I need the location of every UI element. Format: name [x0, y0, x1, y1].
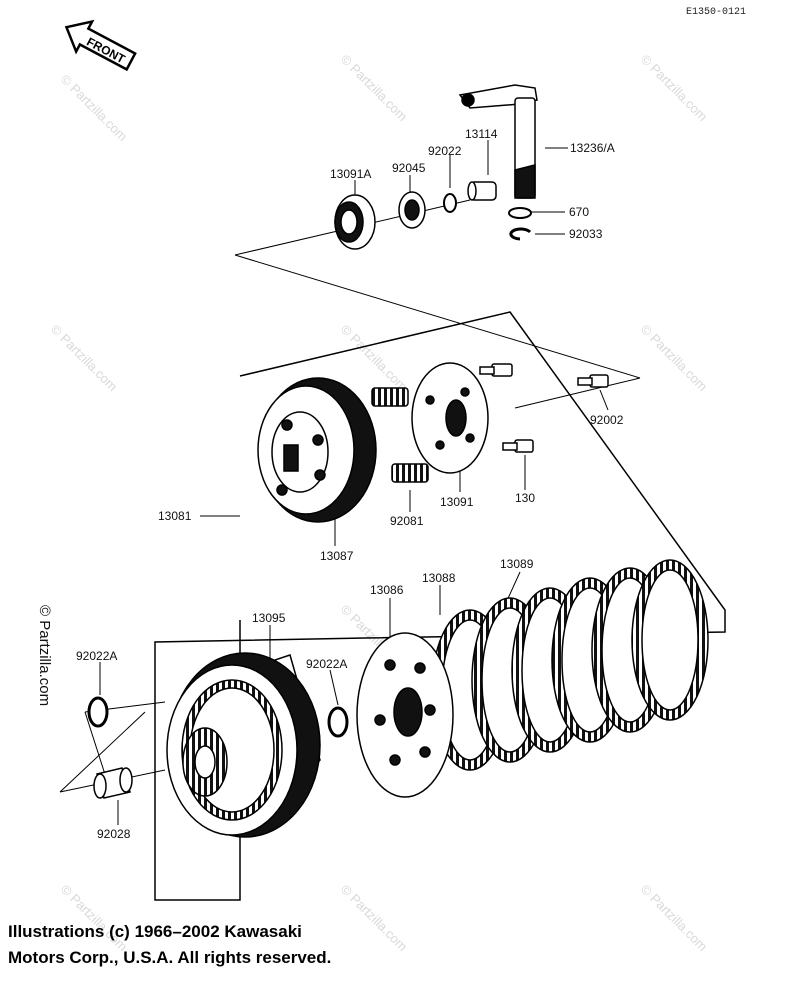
bolt-92002	[479, 363, 609, 388]
watermark: © Partzilla.com	[638, 52, 711, 125]
bearing-92045	[398, 191, 426, 229]
label-13091: 13091	[440, 495, 474, 509]
label-13236A: 13236/A	[570, 141, 615, 155]
label-13114: 13114	[465, 127, 498, 141]
release-cam-13091A	[334, 194, 376, 250]
washer-92022A	[327, 706, 349, 738]
bushing-92028	[93, 767, 133, 799]
watermark: © Partzilla.com	[338, 882, 411, 955]
release-lever-shaft	[458, 84, 538, 199]
clutch-plates	[431, 559, 709, 771]
label-92033: 92033	[569, 227, 603, 241]
washer-92022A-left	[87, 696, 109, 728]
label-92022: 92022	[428, 144, 462, 158]
clutch-hub-13086	[356, 632, 454, 798]
front-arrow-icon: FRONT	[64, 19, 137, 72]
watermark: © Partzilla.com	[338, 52, 411, 125]
watermark: © Partzilla.com	[338, 322, 411, 395]
label-13089: 13089	[500, 557, 534, 571]
pressure-plate-13091	[411, 362, 489, 474]
pushrod-13114	[467, 181, 497, 201]
bolt-130	[502, 439, 534, 453]
label-670: 670	[569, 205, 589, 219]
copyright-line-1: Illustrations (c) 1966–2002 Kawasaki	[8, 922, 302, 941]
label-13088: 13088	[422, 571, 456, 585]
clutch-hub-13087	[257, 377, 377, 523]
watermark: © Partzilla.com	[638, 322, 711, 395]
part-labels: 13236/A 13114 92022 92045 13091A 670 920…	[76, 127, 624, 841]
label-130: 130	[515, 491, 535, 505]
leader-lines	[59, 140, 641, 825]
clutch-housing-13095	[166, 652, 321, 838]
watermark: © Partzilla.com	[58, 882, 131, 955]
label-13081: 13081	[158, 509, 192, 523]
watermark: © Partzilla.com	[638, 882, 711, 955]
label-13087: 13087	[320, 549, 354, 563]
label-92002: 92002	[590, 413, 624, 427]
washer-92022	[443, 193, 457, 213]
watermark: © Partzilla.com	[36, 605, 53, 706]
watermark: © Partzilla.com	[58, 72, 131, 145]
diagram-code: E1350-0121	[686, 7, 746, 18]
label-13091A: 13091A	[330, 167, 371, 181]
label-92022A-mid: 92022A	[306, 657, 347, 671]
copyright-line-2: Motors Corp., U.S.A. All rights reserved…	[8, 948, 332, 967]
label-92045: 92045	[392, 161, 426, 175]
label-92022A-left: 92022A	[76, 649, 117, 663]
watermark: © Partzilla.com	[48, 322, 121, 395]
washer-670	[508, 207, 532, 219]
assembly-frame	[154, 311, 726, 901]
spring-92081	[371, 387, 429, 483]
label-13095: 13095	[252, 611, 286, 625]
watermark-layer: © Partzilla.com © Partzilla.com © Partzi…	[36, 52, 710, 955]
label-92028: 92028	[97, 827, 131, 841]
label-13086: 13086	[370, 583, 404, 597]
circlip-92033	[509, 227, 532, 241]
label-92081: 92081	[390, 514, 424, 528]
